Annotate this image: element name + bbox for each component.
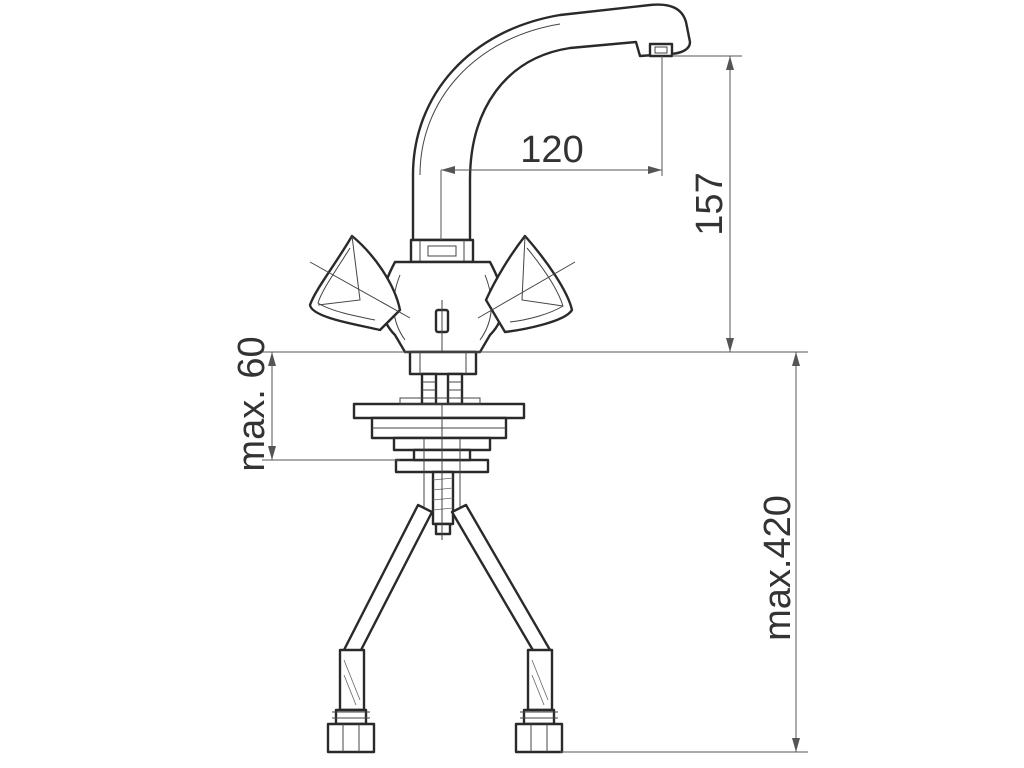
dimension-label-157: 157 bbox=[689, 172, 731, 235]
dimension-spout-reach: 120 bbox=[440, 56, 663, 240]
dimension-label-max-60: max. 60 bbox=[231, 336, 273, 471]
dimension-label-max-420: max.420 bbox=[757, 495, 799, 641]
right-handle bbox=[477, 234, 576, 334]
dimension-hose-length: max.420 bbox=[560, 352, 808, 753]
flexible-hoses bbox=[326, 503, 564, 754]
dimension-mounting-thickness: max. 60 bbox=[231, 336, 400, 472]
left-handle bbox=[308, 234, 411, 332]
spout bbox=[409, 3, 692, 264]
mounting-assembly bbox=[352, 350, 526, 540]
aerator bbox=[648, 42, 674, 58]
mounting-plate bbox=[352, 402, 526, 420]
stud-left bbox=[420, 372, 438, 406]
hose-right-nut bbox=[514, 722, 564, 754]
dimension-spout-height: 157 bbox=[672, 55, 742, 352]
dimension-label-120: 120 bbox=[520, 129, 583, 171]
hose-left bbox=[342, 503, 434, 654]
hose-left-nut bbox=[326, 722, 376, 754]
stud-right bbox=[446, 372, 464, 406]
hose-right bbox=[450, 503, 552, 654]
